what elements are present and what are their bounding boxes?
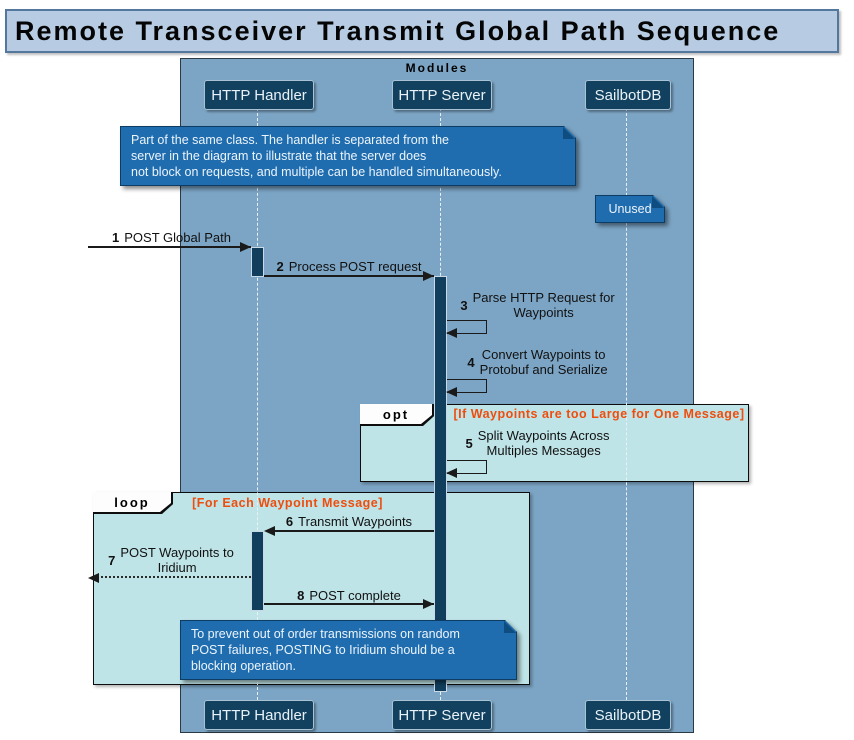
message-1-label: 1 POST Global Path: [88, 230, 255, 245]
participant-sailbotdb-bottom: SailbotDB: [585, 700, 671, 730]
message-3-number: 3: [460, 297, 468, 313]
message-8-label: 8 POST complete: [264, 588, 434, 603]
fragment-opt-guard: [If Waypoints are too Large for One Mess…: [453, 407, 745, 421]
message-7-arrow: [92, 576, 251, 578]
message-1-text: POST Global Path: [124, 230, 231, 245]
message-5-arrowhead-icon: [446, 468, 457, 478]
diagram-title: Remote Transceiver Transmit Global Path …: [5, 9, 839, 53]
message-7-arrowhead-icon: [88, 573, 99, 583]
note-blocking: To prevent out of order transmissions on…: [180, 620, 517, 680]
message-4-number: 4: [467, 354, 475, 370]
note-text: Part of the same class. The handler is s…: [120, 126, 576, 186]
message-3-self-arrow: [447, 320, 487, 334]
message-6-arrowhead-icon: [264, 526, 275, 536]
message-6-arrow: [268, 530, 434, 532]
message-5-label: 5 Split Waypoints Across Multiples Messa…: [450, 428, 625, 458]
note-text: Unused: [595, 195, 665, 223]
message-2-arrowhead-icon: [423, 271, 434, 281]
message-1-arrowhead-icon: [240, 242, 251, 252]
participant-label: SailbotDB: [594, 706, 662, 724]
note-unused: Unused: [595, 195, 665, 223]
message-4-text: Convert Waypoints to Protobuf and Serial…: [479, 347, 608, 377]
participant-label: HTTP Handler: [211, 706, 307, 724]
message-2-arrow: [264, 275, 434, 277]
participant-label: SailbotDB: [594, 86, 662, 104]
message-5-text: Split Waypoints Across Multiples Message…: [477, 428, 610, 458]
message-7-text: POST Waypoints to Iridium: [120, 545, 234, 575]
participant-label: HTTP Handler: [211, 86, 307, 104]
activation-bar-http-handler-1: [251, 247, 264, 277]
participant-sailbotdb-top: SailbotDB: [585, 80, 671, 110]
note-text: To prevent out of order transmissions on…: [180, 620, 517, 680]
message-8-arrow: [264, 603, 434, 605]
message-8-text: POST complete: [309, 588, 401, 603]
fragment-loop-tab: loop: [93, 492, 173, 514]
message-8-arrowhead-icon: [423, 599, 434, 609]
fragment-loop-operator: loop: [93, 492, 171, 512]
message-4-label: 4 Convert Waypoints to Protobuf and Seri…: [450, 347, 625, 377]
activation-bar-http-handler-2: [251, 531, 264, 611]
fragment-loop-guard: [For Each Waypoint Message]: [192, 496, 383, 510]
participant-label: HTTP Server: [398, 86, 486, 104]
message-3-text: Parse HTTP Request for Waypoints: [472, 290, 615, 320]
participant-http-handler-top: HTTP Handler: [204, 80, 314, 110]
activation-bar-http-server: [434, 276, 447, 692]
fragment-opt-tab: opt: [360, 404, 434, 426]
message-7-label: 7 POST Waypoints to Iridium: [96, 545, 246, 575]
message-7-number: 7: [108, 552, 116, 568]
lifeline-http-handler: [257, 108, 258, 700]
message-1-number: 1: [112, 230, 120, 245]
message-1-arrow: [88, 246, 251, 248]
message-2-number: 2: [276, 259, 284, 274]
modules-frame-label: Modules: [405, 61, 469, 75]
message-2-label: 2 Process POST request: [264, 259, 434, 274]
message-3-arrowhead-icon: [446, 328, 457, 338]
message-8-number: 8: [297, 588, 305, 603]
message-3-label: 3 Parse HTTP Request for Waypoints: [450, 290, 625, 320]
note-same-class: Part of the same class. The handler is s…: [120, 126, 576, 186]
message-5-number: 5: [465, 435, 473, 451]
participant-http-server-top: HTTP Server: [392, 80, 492, 110]
message-6-label: 6 Transmit Waypoints: [264, 514, 434, 529]
lifeline-sailbotdb: [626, 108, 627, 700]
message-4-self-arrow: [447, 379, 487, 393]
participant-http-server-bottom: HTTP Server: [392, 700, 492, 730]
message-6-number: 6: [285, 514, 294, 529]
message-5-self-arrow: [447, 460, 487, 474]
message-2-text: Process POST request: [288, 259, 422, 274]
participant-label: HTTP Server: [398, 706, 486, 724]
fragment-opt-operator: opt: [360, 404, 432, 424]
participant-http-handler-bottom: HTTP Handler: [204, 700, 314, 730]
message-4-arrowhead-icon: [446, 387, 457, 397]
message-6-text: Transmit Waypoints: [298, 514, 413, 529]
